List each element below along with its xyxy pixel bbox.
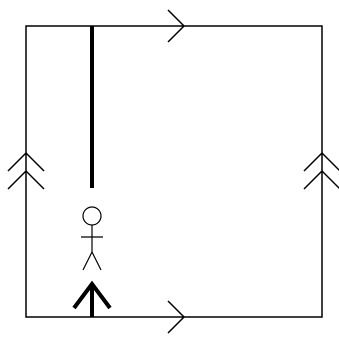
thick-up-arrow [72, 280, 112, 317]
top-edge-arrow [167, 9, 186, 43]
left-edge-double-arrow [7, 151, 45, 190]
stick-figure-icon [81, 206, 103, 271]
bottom-edge-arrow [167, 300, 186, 334]
right-edge-double-arrow [303, 151, 339, 190]
square-boundary [25, 25, 323, 318]
